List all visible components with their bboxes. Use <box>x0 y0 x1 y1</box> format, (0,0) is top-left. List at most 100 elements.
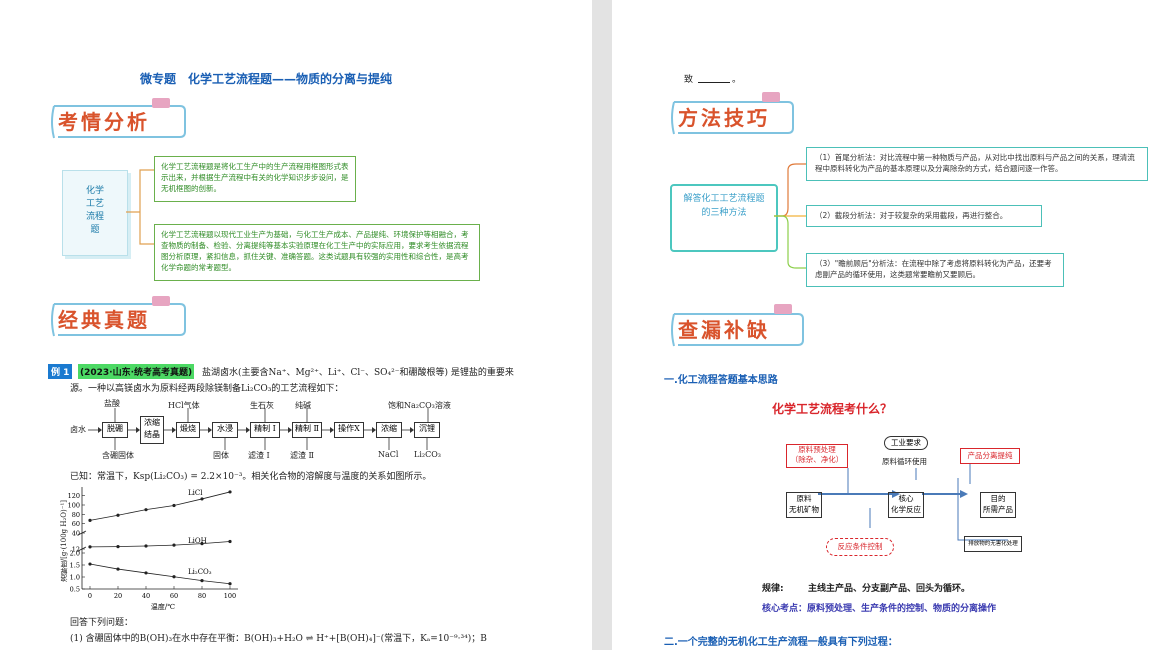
flow-input-label: 纯碱 <box>295 401 311 410</box>
diagram-title: 化学工艺流程考什么？ <box>772 402 893 416</box>
x-tick-label: 20 <box>114 592 122 600</box>
x-tick-label: 80 <box>198 592 206 600</box>
clip-icon <box>774 304 792 314</box>
data-point <box>88 562 92 566</box>
y-tick-label: 80 <box>72 511 80 519</box>
flow-output-label: HCl气体 <box>168 401 200 410</box>
banner-fill-gaps: 查漏补缺 <box>668 304 804 348</box>
flow-arrowhead <box>288 427 292 433</box>
banner-exam-analysis: 考情分析 <box>48 98 186 140</box>
x-tick-label: 100 <box>224 592 236 600</box>
data-point <box>228 539 232 544</box>
method-3: （3）"瞻前顾后"分析法：在流程中除了考虑将原料转化为产品，还要考虑副产品的循环… <box>806 253 1064 287</box>
data-point <box>116 545 120 549</box>
page-title: 微专题 化学工艺流程题——物质的分离与提纯 <box>140 72 393 86</box>
y-tick-label: 120 <box>68 492 80 500</box>
clip-icon <box>152 296 170 306</box>
flow-output-label: 固体 <box>213 451 229 460</box>
data-point <box>144 571 148 575</box>
flow-box: 水浸 <box>212 422 238 438</box>
data-point <box>228 490 232 494</box>
question-1: (1) 含硼固体中的B(OH)₃在水中存在平衡：B(OH)₃+H₂O ⇌ H⁺+… <box>70 634 487 644</box>
left-page: 微专题 化学工艺流程题——物质的分离与提纯 考情分析 化学 工艺 流程 题 化学… <box>0 0 592 650</box>
flow-arrowhead <box>208 427 212 433</box>
y-tick-label: 60 <box>72 520 80 528</box>
series-label: Li₂CO₃ <box>188 568 212 576</box>
flow-arrowhead <box>246 427 250 433</box>
diagram-core: 核心 化学反应 <box>888 492 924 518</box>
data-point <box>200 497 204 501</box>
data-point <box>144 508 148 512</box>
flow-arrowhead <box>372 427 376 433</box>
series-line <box>89 491 231 521</box>
flow-arrowhead <box>330 427 334 433</box>
data-point <box>88 518 92 522</box>
mindmap-center: 化学 工艺 流程 题 <box>62 170 128 256</box>
example-text-line-2: 源。一种以高镁卤水为原料经两段除镁制备Li₂CO₃的工艺流程如下： <box>70 384 344 394</box>
page-gap <box>592 0 612 650</box>
banner-label: 经典真题 <box>58 308 150 332</box>
banner-classic-problems: 经典真题 <box>48 296 186 338</box>
banner-label: 考情分析 <box>58 110 150 134</box>
x-tick-label: 60 <box>170 592 178 600</box>
process-flow: 卤水 脱硼 浓缩 结晶 煅烧 水浸 精制 Ⅰ 精制 Ⅱ 操作X 浓缩 沉锂 盐酸… <box>68 398 468 462</box>
method-center: 解答化工工艺流程题的三种方法 <box>670 184 778 252</box>
y-tick-label: 12 <box>72 546 80 554</box>
flow-output-label: NaCl <box>378 450 399 459</box>
method-2: （2）截段分析法：对于较复杂的采用截段，再进行整合。 <box>806 205 1042 227</box>
data-point <box>88 545 92 549</box>
flow-output-label: 滤渣 Ⅰ <box>248 451 270 460</box>
series-line <box>89 541 231 548</box>
data-point <box>172 575 176 579</box>
y-tick-label: 1.0 <box>70 574 80 582</box>
flow-box: 浓缩 <box>376 422 402 438</box>
flow-box: 浓缩 结晶 <box>140 416 164 444</box>
flow-output-label: Li₂CO₃ <box>414 450 441 459</box>
y-tick-label: 1.5 <box>70 562 80 570</box>
flow-box: 煅烧 <box>176 422 200 438</box>
flow-box: 精制 Ⅰ <box>250 422 280 438</box>
flow-output-label: 滤渣 Ⅱ <box>290 451 314 460</box>
flow-arrowhead <box>136 427 140 433</box>
banner-label: 方法技巧 <box>678 106 770 130</box>
flow-input-label: 生石灰 <box>250 401 274 410</box>
flow-output-label: 含硼固体 <box>102 451 134 460</box>
mindmap-center-label: 化学 工艺 流程 题 <box>85 186 104 235</box>
flow-input-label: 饱和Na₂CO₃溶液 <box>388 401 451 410</box>
x-tick-label: 40 <box>142 592 150 600</box>
banner-label: 查漏补缺 <box>678 318 770 342</box>
flow-box: 沉锂 <box>414 422 440 438</box>
y-tick-label: 40 <box>72 530 80 538</box>
y-tick-label: 2.0 <box>70 550 80 558</box>
diagram-industry-req: 工业要求 <box>884 436 928 450</box>
diagram-waste: 排放物的无害化处理 <box>964 536 1022 552</box>
chart-xlabel: 温度/℃ <box>151 602 175 611</box>
data-point <box>172 503 176 508</box>
flow-input-label: 盐酸 <box>104 399 120 408</box>
diagram-raw: 原料 无机矿物 <box>786 492 822 518</box>
diagram-connectors <box>818 464 1008 541</box>
series-line <box>89 563 231 585</box>
data-point <box>200 579 204 583</box>
blank-line <box>698 82 730 83</box>
data-point <box>172 543 176 547</box>
continuation-end: 。 <box>732 75 742 85</box>
flow-arrowhead <box>172 427 176 433</box>
banner-method-tips: 方法技巧 <box>668 92 794 136</box>
data-point <box>116 513 120 517</box>
known-condition: 已知：常温下，Ksp(Li₂CO₃) = 2.2×10⁻³。相关化合物的溶解度与… <box>70 472 432 482</box>
diagram-target: 目的 所需产品 <box>980 492 1016 518</box>
core-point: 核心考点：原料预处理、生产条件的控制、物质的分离操作 <box>762 604 997 614</box>
mindmap-branch-2: 化学工艺流程题以现代工业生产为基础，与化工生产成本、产品提纯、环境保护等相融合，… <box>154 224 480 281</box>
diagram-product-sep: 产品分离提纯 <box>960 448 1020 464</box>
data-point <box>200 542 204 546</box>
flow-start: 卤水 <box>70 425 86 434</box>
method-center-label: 解答化工工艺流程题的三种方法 <box>683 194 765 218</box>
flow-box: 脱硼 <box>102 422 128 438</box>
example-text-line-1: 盐湖卤水(主要含Na⁺、Mg²⁺、Li⁺、Cl⁻、SO₄²⁻和硼酸根等) 是锂盐… <box>202 368 514 378</box>
y-tick-label: 100 <box>68 502 80 510</box>
answer-heading: 回答下列问题： <box>70 618 134 628</box>
data-point <box>228 582 232 586</box>
right-page: 致 。 方法技巧 解答化工工艺流程题的三种方法 （1）首尾分析法：对比流程中第一… <box>612 0 1174 650</box>
